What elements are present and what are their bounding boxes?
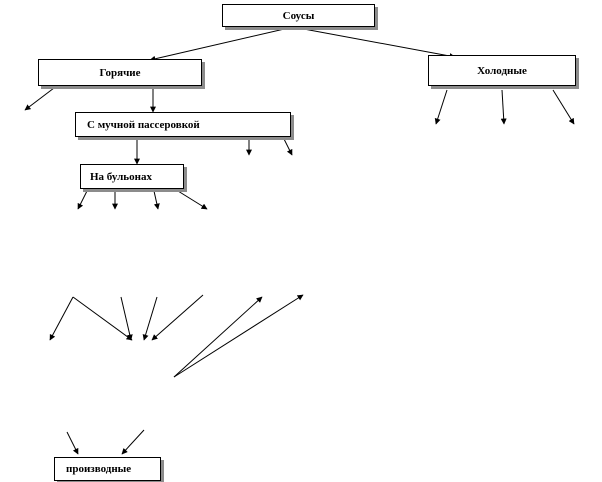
node-sauces-label: Соусы — [282, 9, 315, 22]
arrow-mid-4 — [151, 294, 204, 341]
arrow-root-to-cold — [292, 26, 456, 59]
arrow-mid-3 — [142, 296, 158, 341]
arrow-broth-1 — [77, 190, 88, 210]
node-cold: Холодные — [428, 55, 576, 86]
node-cold-label: Холодные — [477, 64, 527, 77]
arrow-deriv-right — [121, 429, 145, 455]
arrow-mid-2 — [120, 296, 133, 341]
node-sauces: Соусы — [222, 4, 375, 27]
node-hot-label: Горячие — [99, 66, 141, 79]
arrow-hot-left — [24, 87, 55, 111]
arrow-mid-1b — [72, 296, 133, 341]
node-derivatives: производные — [54, 457, 161, 481]
node-flour-roux: С мучной пассеровкой — [75, 112, 291, 137]
arrow-mid-1a — [49, 296, 74, 341]
arrow-flour-2 — [283, 138, 293, 156]
node-broth: На бульонах — [80, 164, 184, 189]
arrow-broth-4 — [177, 190, 208, 210]
arrow-cold-2 — [500, 89, 507, 125]
node-hot: Горячие — [38, 59, 202, 86]
arrow-mid-5 — [173, 296, 263, 378]
arrow-cold-3 — [552, 89, 575, 125]
arrow-deriv-left — [66, 431, 79, 455]
arrow-cold-1 — [434, 89, 448, 125]
arrow-mid-6 — [173, 294, 304, 378]
arrow-broth-3 — [153, 190, 160, 210]
node-broth-label: На бульонах — [90, 170, 152, 183]
node-flour-roux-label: С мучной пассеровкой — [87, 118, 200, 131]
node-derivatives-label: производные — [66, 463, 132, 475]
arrow-root-to-hot — [149, 26, 294, 62]
